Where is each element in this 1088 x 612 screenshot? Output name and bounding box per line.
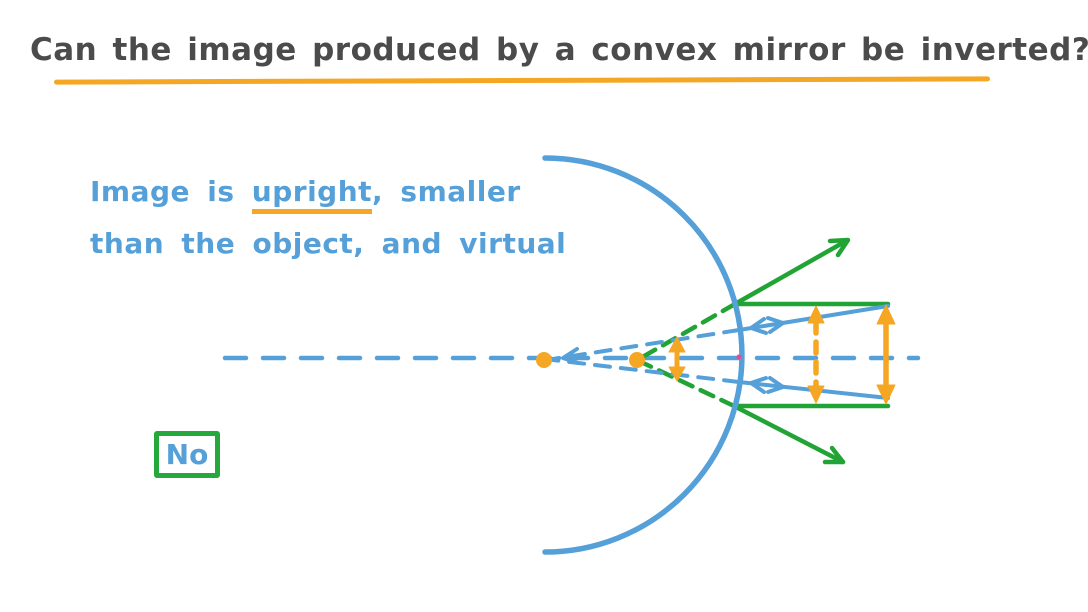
green-arrowhead-top bbox=[827, 237, 851, 258]
virtual-image-arrowhead-up bbox=[668, 336, 686, 353]
green-arrowhead-bottom bbox=[822, 445, 846, 465]
answer-label: No bbox=[165, 438, 209, 471]
blue-ray-top-chevron-left bbox=[749, 317, 768, 335]
answer-box: No bbox=[154, 431, 220, 478]
blue-ray-bottom-chevron-right bbox=[766, 376, 785, 394]
note-line1-suffix: , smaller bbox=[372, 175, 521, 208]
blue-ray-top-chevron-right bbox=[766, 316, 785, 334]
centre-of-curvature-dot bbox=[536, 352, 552, 368]
note-upright-underlined: upright bbox=[251, 175, 373, 214]
green-reflected-ray-top bbox=[732, 238, 849, 307]
blue-ray-bottom-dashed bbox=[551, 358, 741, 384]
virtual-image-arrowhead-down bbox=[668, 366, 686, 382]
convex-mirror-arc bbox=[542, 155, 745, 555]
focal-point-dot bbox=[629, 352, 645, 368]
object-arrowhead-down bbox=[876, 384, 896, 405]
note-text: Image is upright, smaller than the objec… bbox=[90, 166, 566, 270]
green-reflected-ray-bottom bbox=[731, 403, 846, 465]
note-line1-prefix: Image is bbox=[90, 175, 252, 208]
dashed-object-arrowhead-down bbox=[807, 385, 825, 404]
blue-rays bbox=[551, 304, 890, 400]
green-virtual-extension-bottom bbox=[636, 358, 737, 409]
green-rays bbox=[636, 237, 891, 465]
green-virtual-extension-top bbox=[636, 301, 738, 362]
object-arrowhead-up bbox=[876, 304, 896, 325]
page-title: Can the image produced by a convex mirro… bbox=[30, 32, 1088, 68]
dashed-object-arrowhead-up bbox=[807, 305, 825, 324]
blue-ray-top-dashed bbox=[551, 328, 741, 361]
note-line2: than the object, and virtual bbox=[90, 227, 567, 260]
vertex-dot bbox=[736, 354, 742, 360]
orange-marks bbox=[536, 304, 896, 405]
blue-ray-bottom-chevron-left bbox=[749, 376, 768, 394]
